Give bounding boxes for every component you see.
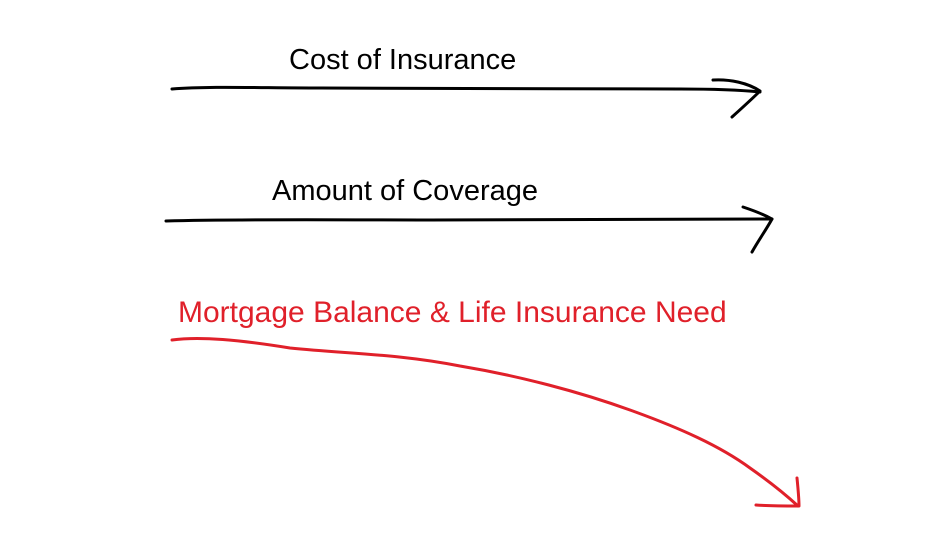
amount-of-coverage-label: Amount of Coverage — [272, 175, 538, 207]
amount-of-coverage-shaft — [164, 217, 774, 223]
cost-of-insurance-arrow — [170, 78, 762, 119]
mortgage-balance-curve — [170, 336, 800, 508]
mortgage-balance-arrowhead — [754, 476, 801, 508]
amount-of-coverage-arrow — [164, 205, 774, 254]
cost-of-insurance-arrowhead — [711, 78, 762, 119]
amount-of-coverage-arrowhead — [741, 205, 774, 254]
mortgage-balance-arrow — [170, 336, 801, 508]
mortgage-balance-label: Mortgage Balance & Life Insurance Need — [178, 296, 727, 329]
cost-of-insurance-label: Cost of Insurance — [289, 44, 517, 76]
cost-of-insurance-shaft — [170, 85, 762, 94]
